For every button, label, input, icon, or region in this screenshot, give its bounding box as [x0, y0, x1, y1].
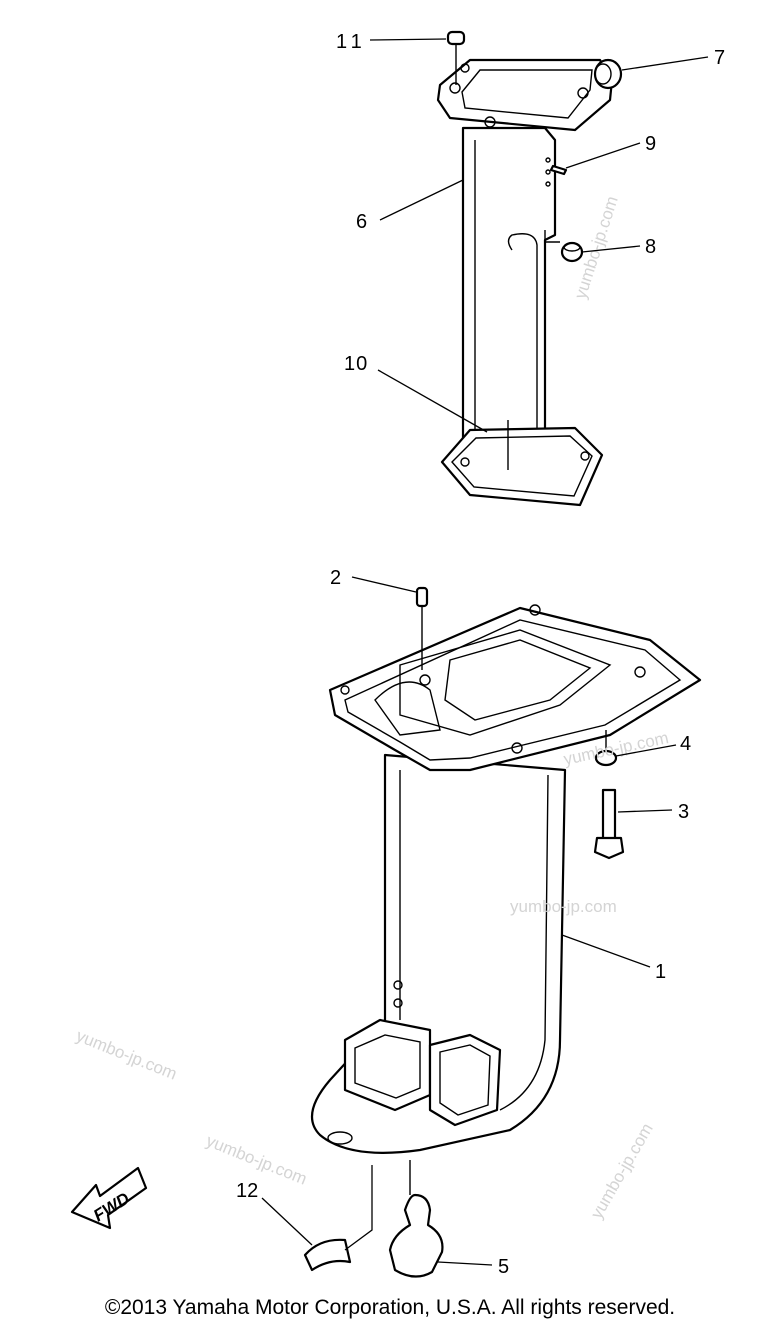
rubber-plug-part-5 [388, 1160, 444, 1278]
callout-3: 3 [678, 801, 689, 823]
grommet-part-7 [593, 58, 623, 90]
callout-7: 7 [714, 47, 725, 69]
callout-4: 4 [680, 733, 691, 755]
lower-casing-part-1 [310, 604, 702, 1154]
watermark: yumbo-jp.com [74, 1026, 180, 1084]
upper-casing-part-6 [436, 58, 614, 473]
callout-8: 8 [645, 236, 656, 258]
dowel-part-2 [415, 586, 429, 670]
watermark: yumbo-jp.com [587, 1120, 657, 1222]
callout-12: 12 [236, 1180, 258, 1202]
callout-1: 1 [655, 961, 666, 983]
gasket-part-10 [440, 420, 604, 507]
callout-6: 6 [356, 211, 367, 233]
clip-part-9 [549, 164, 568, 176]
callout-5: 5 [498, 1256, 509, 1278]
washer-part-4 [594, 730, 618, 767]
leader-lines [261, 38, 709, 1266]
callout-2: 2 [330, 567, 341, 589]
copyright-footer: ©2013 Yamaha Motor Corporation, U.S.A. A… [104, 1296, 676, 1319]
forward-direction-indicator: FWD [70, 1166, 148, 1230]
callout-11: 11 [336, 31, 367, 53]
bolt-part-11 [446, 30, 466, 85]
grommet-part-8 [560, 241, 584, 263]
bolt-part-3 [593, 788, 625, 860]
cover-part-12 [303, 1165, 373, 1272]
callout-10: 10 [344, 353, 368, 375]
callout-9: 9 [645, 133, 656, 155]
watermark: yumbo-jp.com [510, 897, 617, 916]
callout-labels: 1 2 3 4 5 6 7 8 9 10 11 12 [236, 31, 725, 1278]
